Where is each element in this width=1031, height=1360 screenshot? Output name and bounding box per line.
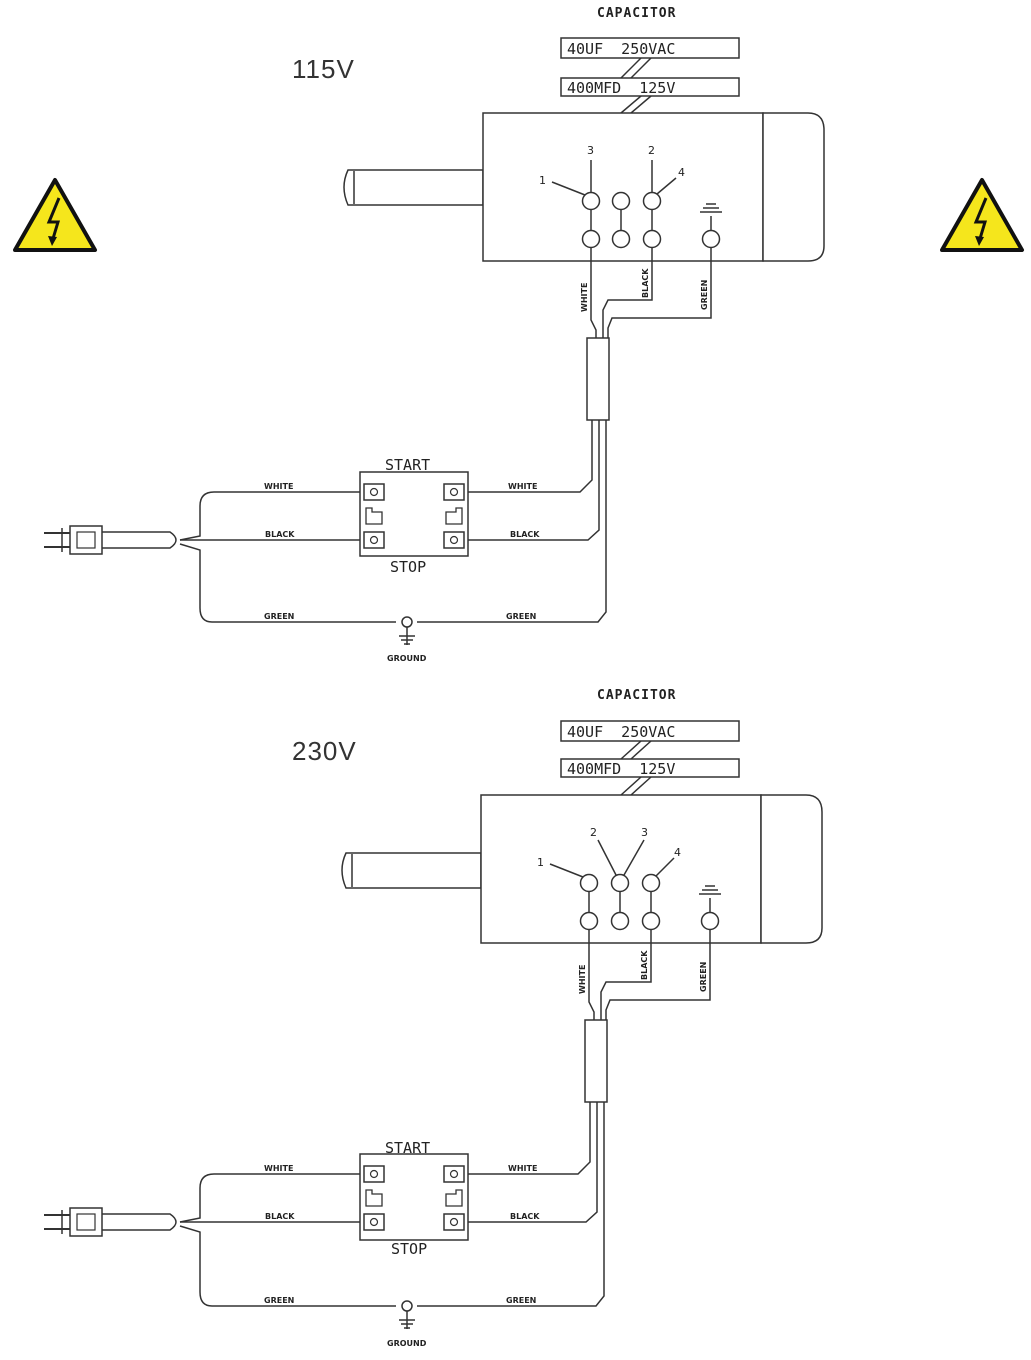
line-wire-white-left-label: WHITE bbox=[264, 1164, 293, 1173]
line-wire-white-left-label: WHITE bbox=[264, 482, 293, 491]
line-wire-green-left-label: GREEN bbox=[264, 1296, 294, 1305]
start-stop-switch: START STOP bbox=[359, 456, 469, 576]
motor-wire-green-label: GREEN bbox=[699, 962, 708, 992]
switch-start-label: START bbox=[385, 456, 430, 474]
start-stop-switch: START STOP bbox=[359, 1139, 469, 1258]
ground-terminal: GROUND bbox=[387, 1300, 427, 1348]
ground-terminal: GROUND bbox=[387, 616, 427, 663]
terminal-1-label: 1 bbox=[539, 174, 546, 187]
capacitor-rating-2: 400MFD 125V bbox=[567, 79, 675, 97]
capacitor-rating-1: 40UF 250VAC bbox=[567, 40, 675, 58]
ground-label: GROUND bbox=[387, 1339, 427, 1348]
power-plug bbox=[44, 1207, 177, 1237]
motor-wire-black-label: BLACK bbox=[640, 950, 649, 980]
cable-sleeve bbox=[584, 1019, 608, 1103]
voltage-label: 115V bbox=[292, 54, 355, 84]
line-wire-green-right-label: GREEN bbox=[506, 612, 536, 621]
warning-right-high-voltage-icon bbox=[940, 178, 1024, 252]
motor bbox=[341, 794, 823, 944]
motor-wire-green-label: GREEN bbox=[700, 280, 709, 310]
terminal-4-label: 4 bbox=[678, 166, 685, 179]
power-plug bbox=[44, 525, 177, 555]
switch-start-label: START bbox=[385, 1139, 430, 1157]
cable-sleeve bbox=[586, 337, 610, 421]
line-wire-black-right-label: BLACK bbox=[510, 530, 540, 539]
line-wire-white-right-label: WHITE bbox=[508, 482, 537, 491]
diagram-230v: 230V CAPACITOR 40UF 250VAC 400MFD 125V bbox=[44, 688, 823, 1348]
diagram-115v: 115V CAPACITOR 40UF 250VAC 400MFD 125V bbox=[44, 6, 825, 663]
ground-label: GROUND bbox=[387, 654, 427, 663]
capacitor-rating-1: 40UF 250VAC bbox=[567, 723, 675, 741]
terminal-3-label: 2 bbox=[648, 144, 655, 157]
terminal-2-label: 3 bbox=[587, 144, 594, 157]
terminal-4-label: 4 bbox=[674, 846, 681, 859]
line-wire-black-left-label: BLACK bbox=[265, 530, 295, 539]
capacitor-title: CAPACITOR bbox=[597, 6, 676, 21]
line-wire-black-left-label: BLACK bbox=[265, 1212, 295, 1221]
warning-left-high-voltage-icon bbox=[13, 178, 97, 252]
voltage-label: 230V bbox=[292, 736, 357, 766]
line-wire-black-right-label: BLACK bbox=[510, 1212, 540, 1221]
capacitor-title: CAPACITOR bbox=[597, 688, 676, 703]
capacitor-rating-2: 400MFD 125V bbox=[567, 760, 675, 778]
terminal-2-label: 2 bbox=[590, 826, 597, 839]
motor-leads: WHITE BLACK GREEN bbox=[580, 248, 712, 421]
terminal-3-label: 3 bbox=[641, 826, 648, 839]
line-wire-white-right-label: WHITE bbox=[508, 1164, 537, 1173]
motor-leads: WHITE BLACK GREEN bbox=[578, 930, 711, 1103]
motor-wire-white-label: WHITE bbox=[578, 965, 587, 994]
motor-wire-white-label: WHITE bbox=[580, 283, 589, 312]
terminal-block: 1 3 2 4 bbox=[539, 144, 722, 249]
line-wire-green-right-label: GREEN bbox=[506, 1296, 536, 1305]
motor-wire-black-label: BLACK bbox=[641, 268, 650, 298]
terminal-block: 1 2 3 4 bbox=[537, 826, 721, 931]
line-wire-green-left-label: GREEN bbox=[264, 612, 294, 621]
switch-stop-label: STOP bbox=[391, 1240, 427, 1258]
switch-stop-label: STOP bbox=[390, 558, 426, 576]
terminal-1-label: 1 bbox=[537, 856, 544, 869]
